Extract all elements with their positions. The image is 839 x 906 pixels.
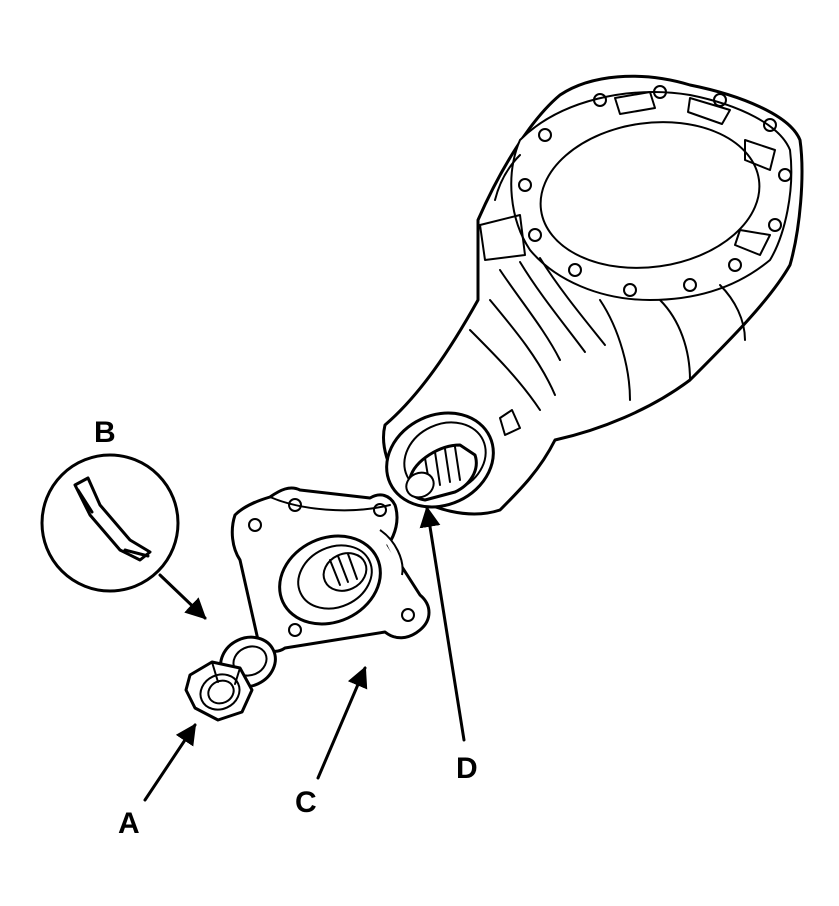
arrow-c	[316, 666, 368, 780]
callout-label-b: B	[94, 416, 116, 449]
lock-nut	[184, 660, 254, 722]
leader-arrows	[143, 505, 466, 802]
arrow-d	[419, 505, 466, 742]
companion-flange	[230, 486, 431, 653]
pinion-shaft	[405, 443, 478, 502]
cover-bolt-holes	[518, 85, 792, 297]
nut-stake-detail	[40, 453, 180, 593]
callout-label-c: C	[295, 786, 317, 819]
callout-label-d: D	[456, 752, 478, 785]
arrow-b	[158, 573, 207, 620]
callout-label-a: A	[118, 807, 140, 840]
differential-carrier-housing	[382, 74, 804, 516]
arrow-a	[143, 723, 197, 802]
